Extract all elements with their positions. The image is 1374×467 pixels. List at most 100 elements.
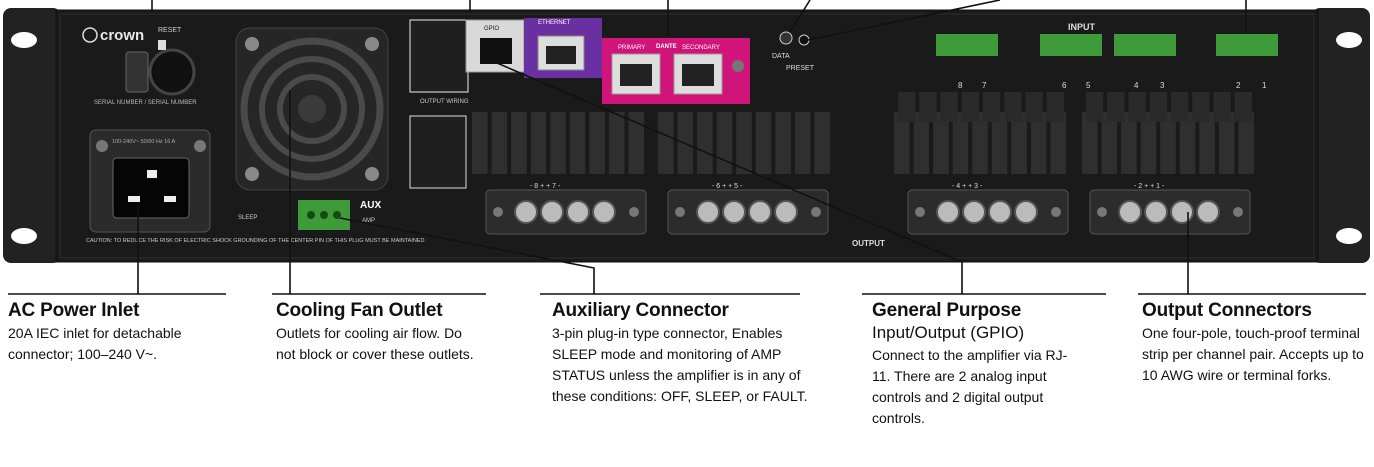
fan-screw [365,37,379,51]
callout-subtitle: Input/Output (GPIO) [872,323,1025,342]
terminal-screw[interactable] [988,200,1012,224]
right-rack-slot-bottom [1336,228,1362,244]
terminal-screw[interactable] [722,200,746,224]
reset-button[interactable] [158,40,166,50]
strip-screw [811,207,821,217]
heatsink-fin [1171,92,1189,122]
power-switch[interactable] [125,51,149,93]
strip-screw [1051,207,1061,217]
heatsink-fin [755,112,772,174]
heatsink-fin [1213,92,1231,122]
heatsink-fin [569,112,586,174]
heatsink-fin [1238,112,1254,174]
input-connector-6-5[interactable] [1040,34,1102,56]
heatsink-fin [472,112,488,174]
heatsink-fin [1101,112,1118,174]
heatsink-fin [1179,112,1196,174]
dante-screw [732,60,744,72]
aux-pin [320,211,328,219]
heatsink-fin [940,92,958,122]
input-channel-number: 5 [1086,81,1091,90]
callout-description: Connect to the amplifier via RJ-11. Ther… [872,347,1068,426]
gpio-rj11-port[interactable] [480,38,512,64]
callout-leader-lines [8,0,1366,295]
callout-description: 3-pin plug-in type connector, Enables SL… [552,325,808,404]
aux-label: AUX [360,200,381,211]
heatsink-fin [933,112,949,174]
output-mode-switch-block [409,19,469,93]
heatsink-fin [1128,92,1146,122]
terminal-screw[interactable] [1196,200,1220,224]
heatsink-fin [736,112,752,174]
terminal-screw[interactable] [1144,200,1168,224]
callout-title: Output Connectors [1142,300,1312,321]
terminal-screw[interactable] [936,200,960,224]
terminal-screw[interactable] [748,200,772,224]
terminal-screw[interactable] [1014,200,1038,224]
heatsink-fin [1082,112,1098,174]
crown-logo-icon [82,27,98,43]
callout-title: Cooling Fan Outlet [276,300,443,321]
terminal-screw[interactable] [514,200,538,224]
strip-screw [493,207,503,217]
callout-ac-power: AC Power Inlet 20A IEC inlet for detacha… [8,300,228,365]
power-breaker-knob[interactable] [148,48,196,96]
output-channel-label: - 8 + + 7 - [530,183,561,190]
callout-title: AC Power Inlet [8,300,140,321]
leader-auxiliary [339,217,800,295]
terminal-screw[interactable] [540,200,564,224]
input-connector-4-3[interactable] [1114,34,1176,56]
terminal-screw[interactable] [592,200,616,224]
input-label: INPUT [1068,22,1096,32]
heatsink-fin [697,112,713,174]
output-channel-label: - 2 + + 1 - [1134,183,1165,190]
reset-label: RESET [158,27,182,34]
terminal-screw[interactable] [566,200,590,224]
input-channel-number: 3 [1160,81,1165,90]
terminal-screw[interactable] [1118,200,1142,224]
input-channel-number: 1 [1262,81,1267,90]
heatsink-fin [1030,112,1047,174]
output-channel-label: - 4 + + 3 - [952,183,983,190]
heatsink-fin [991,112,1008,174]
callout-title: General Purpose [872,300,1022,321]
input-channel-number: 2 [1236,81,1241,90]
output-terminal-strips: - 8 + + 7 -- 6 + + 5 -- 4 + + 3 -- 2 + +… [485,183,1251,235]
output-wiring-diagram [409,115,467,189]
chassis-inner-edge [59,13,1315,259]
heatsink-fin [814,112,830,174]
heatsink-fin [1086,92,1104,122]
input-connector-2-1[interactable] [1216,34,1278,56]
gpio-label: GPIO [484,26,499,32]
heatsink-fin [1046,92,1064,122]
terminal-screw[interactable] [962,200,986,224]
heatsink-fin [894,112,910,174]
preset-button[interactable] [798,34,810,46]
input-channel-number: 7 [982,81,987,90]
heatsink-fin [794,112,811,174]
heatsink-fin [898,92,916,122]
terminal-screw[interactable] [696,200,720,224]
heatsink-fin [961,92,979,122]
inlet-screw-left [96,140,108,152]
input-connector-8-7[interactable] [936,34,998,56]
terminal-screw[interactable] [1170,200,1194,224]
heatsink-fin [775,112,791,174]
dante-label: DANTE [656,44,677,50]
iec-power-inlet[interactable] [112,157,190,219]
leader-cooling-fan [272,90,486,295]
strip-screw [1097,207,1107,217]
heatsink-fin [628,112,644,174]
heatsink-fin [1149,92,1167,122]
preset-label: PRESET [786,65,815,72]
strip-screw [1233,207,1243,217]
leader-top [789,0,811,33]
data-label: DATA [772,53,790,60]
strip-screw [915,207,925,217]
heatsink-fin [1140,112,1157,174]
heatsink-fin [1160,112,1176,174]
left-rack-slot-top [11,32,37,48]
terminal-screw[interactable] [774,200,798,224]
serial-label: SERIAL NUMBER / SERIAL NUMBER [94,100,197,106]
